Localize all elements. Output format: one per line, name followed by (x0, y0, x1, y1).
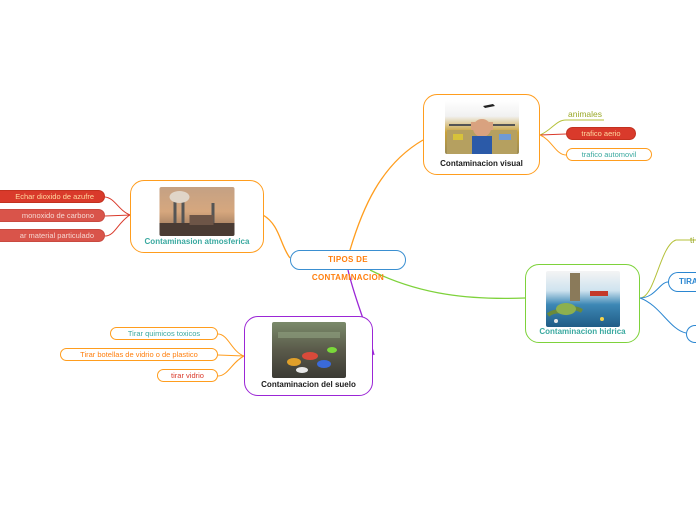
item-botellas-vidrio-plastico[interactable]: Tirar botellas de vidrio o de plastico (60, 348, 218, 361)
item-material-particulado[interactable]: ar material particulado (0, 229, 105, 242)
factory-smoke-photo (159, 187, 235, 236)
item-animales[interactable]: animales (568, 109, 603, 119)
item-dioxido-azufre[interactable]: Echar dioxido de azufre (0, 190, 105, 203)
item-tirar-vidrio[interactable]: tirar vidrio (157, 369, 218, 382)
node-title: Contaminacion hidrica (539, 327, 626, 336)
node-contaminasion-atmosferica[interactable]: Contaminasion atmosferica (130, 180, 264, 253)
item-trafico-aerio[interactable]: trafico aerio (566, 127, 636, 140)
item-hidrica-1[interactable]: ti (690, 235, 695, 245)
node-title: Contaminasion atmosferica (144, 237, 250, 246)
link-central-atmosferica (262, 214, 291, 259)
item-trafico-automovil[interactable]: trafico automovil (566, 148, 652, 161)
node-contaminacion-hidrica[interactable]: Contaminacion hidrica (525, 264, 640, 343)
link-central-visual (349, 139, 424, 251)
node-contaminacion-visual[interactable]: Contaminacion visual (423, 94, 540, 175)
item-quimicos-toxicos[interactable]: Tirar quimicos toxicos (110, 327, 218, 340)
item-monoxido-carbono[interactable]: monoxido de carbono (0, 209, 105, 222)
node-contaminacion-suelo[interactable]: Contaminacion del suelo (244, 316, 373, 396)
link-central-hidrica (369, 269, 526, 300)
item-hidrica-2-label: TIRA (679, 277, 696, 286)
traffic-noise-photo (444, 100, 519, 154)
central-topic[interactable]: TIPOS DE CONTAMINACION (290, 250, 406, 282)
polluted-water-photo (545, 271, 620, 327)
node-title: Contaminacion visual (440, 159, 523, 168)
node-title: Contaminacion del suelo (261, 380, 356, 389)
trash-ground-photo (271, 322, 346, 378)
item-hidrica-2[interactable]: TIRA (668, 272, 696, 292)
